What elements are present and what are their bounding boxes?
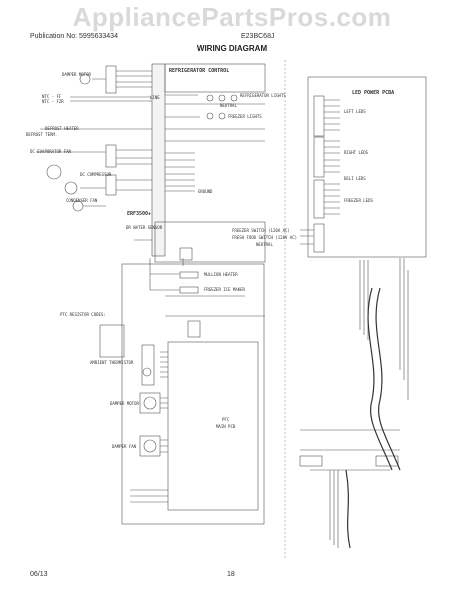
line-label: LINE [150, 95, 160, 100]
freezer-switch-label: FREEZER SWITCH (120V AC) [232, 228, 290, 233]
lower-neutral-label: NEUTRAL [256, 242, 273, 247]
led-power-pcba-box [307, 76, 427, 258]
damper-fan-label: DAMPER FAN [112, 444, 137, 449]
right-leds-label: RIGHT LEDS [344, 150, 369, 155]
main-pcb-label: MAIN PCB [216, 424, 236, 429]
lower-control-panel [121, 263, 265, 525]
freezer-lights-label: FREEZER LIGHTS [228, 114, 262, 119]
ambient-thermistor-label: AMBIENT THERMISTOR [90, 360, 134, 365]
fresh-food-switch-label: FRESH FOOD SWITCH (120V AC) [232, 235, 298, 240]
main-pcb-box [167, 341, 259, 511]
defrost-heater-label: DEFROST HEATER [45, 126, 79, 131]
damper-fan-symbol [143, 396, 157, 410]
page-title: WIRING DIAGRAM [196, 44, 268, 53]
page-number: 18 [227, 571, 235, 578]
refrigerator-control-label: REFRIGERATOR CONTROL [169, 68, 230, 74]
model-number: E23BC68J [241, 33, 275, 40]
water-sensor-label: DR WATER SENSOR [126, 225, 163, 230]
footer-date: 06/13 [30, 571, 48, 578]
damper-motor-symbol [79, 73, 91, 85]
ice-maker-label: FREEZER ICE MAKER [204, 287, 245, 292]
dc-compressor-label: DC COMPRESSOR [80, 172, 112, 177]
freezer-leds-label: FREEZER LEDS [344, 198, 373, 203]
damper-motor-label: DAMPER MOTOR [62, 72, 91, 77]
condenser-fan-label: CONDENSER FAN [66, 198, 98, 203]
pfc-label: PFC [222, 417, 230, 422]
refrigerator-control-box [164, 63, 266, 93]
erf-label: ERF3500+ [127, 211, 152, 217]
ntc-ff-label: NTC - FF [42, 94, 62, 99]
evaporator-fan-symbol [46, 164, 62, 180]
ground-label: GROUND [198, 189, 213, 194]
pin-legend-title: PTC RESISTOR CODES: [60, 312, 106, 317]
defrost-term-label: DEFROST TERM. [26, 132, 58, 137]
deli-leds-label: DELI LEDS [344, 176, 366, 181]
mullion-heater-label: MULLION HEATER [204, 272, 238, 277]
watermark: AppliancePartsPros.com [72, 2, 392, 32]
refrigerator-lights-label: REFRIGERATOR LIGHTS [240, 93, 286, 98]
left-leds-label: LEFT LEDS [344, 109, 366, 114]
dc-evaporator-fan-label: DC EVAPORATOR FAN [30, 149, 71, 154]
led-power-pcba-label: LED POWER PCBA [352, 90, 395, 96]
neutral-label: NEUTRAL [220, 103, 237, 108]
publication-number: Publication No: 5995633434 [30, 33, 118, 40]
compressor-symbol [64, 181, 78, 195]
damper-motor-lower-label: DAMPER MOTOR [110, 401, 139, 406]
ntc-fzr-label: NTC - FZR [42, 99, 64, 104]
